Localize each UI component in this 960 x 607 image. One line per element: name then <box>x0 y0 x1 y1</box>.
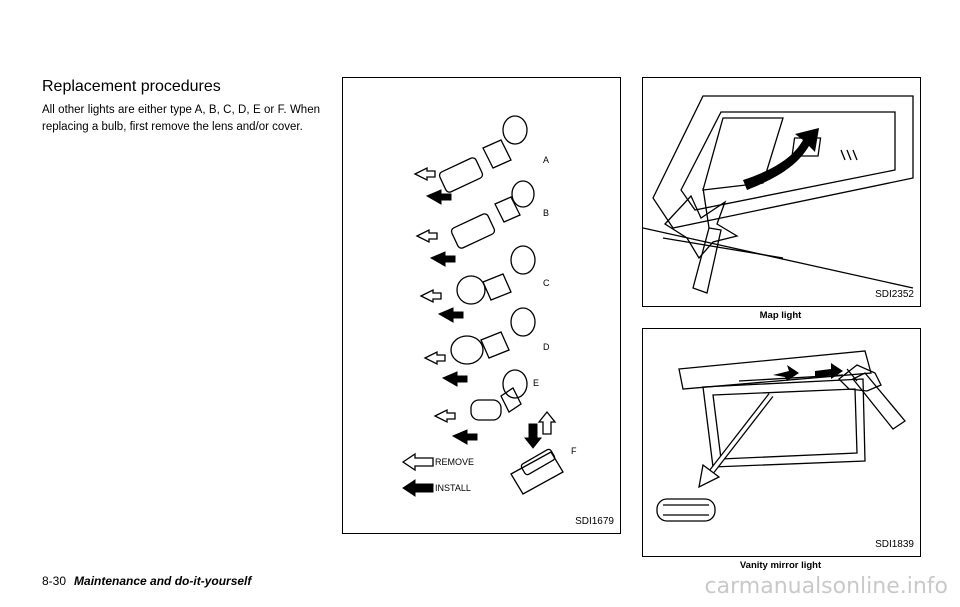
footer-section: Maintenance and do-it-yourself <box>74 574 252 588</box>
bulb-label-c: C <box>543 278 550 288</box>
map-light-illustration <box>643 95 914 294</box>
bulb-label-e: E <box>533 378 540 388</box>
page-number: 8-30 <box>42 574 67 588</box>
page-footer: 8-30 Maintenance and do-it-yourself <box>42 574 251 588</box>
legend-remove-label: REMOVE <box>435 457 475 467</box>
bulb-label-b: B <box>543 208 550 218</box>
map-light-figure: SDI2352 <box>642 77 921 307</box>
figure-code: SDI1839 <box>875 539 914 550</box>
section-body: All other lights are either type A, B, C… <box>42 104 320 133</box>
watermark: carmanualsonline.info <box>704 574 948 599</box>
section-heading: Replacement procedures <box>42 78 221 95</box>
bulb-label-f: F <box>571 446 577 456</box>
bulb-label-d: D <box>543 342 550 352</box>
vanity-mirror-illustration <box>656 350 906 522</box>
bulb-label-a: A <box>543 155 550 165</box>
figure-code: SDI1679 <box>575 516 614 527</box>
vanity-mirror-caption: Vanity mirror light <box>739 560 822 571</box>
bulb-types-illustration <box>401 115 564 497</box>
map-light-caption: Map light <box>759 310 802 321</box>
bulb-types-figure: A B C D E F REMOVE INSTALL SDI1679 <box>342 77 621 534</box>
legend-install-label: INSTALL <box>435 483 471 493</box>
vanity-mirror-figure: SDI1839 <box>642 328 921 557</box>
figure-code: SDI2352 <box>875 289 914 300</box>
